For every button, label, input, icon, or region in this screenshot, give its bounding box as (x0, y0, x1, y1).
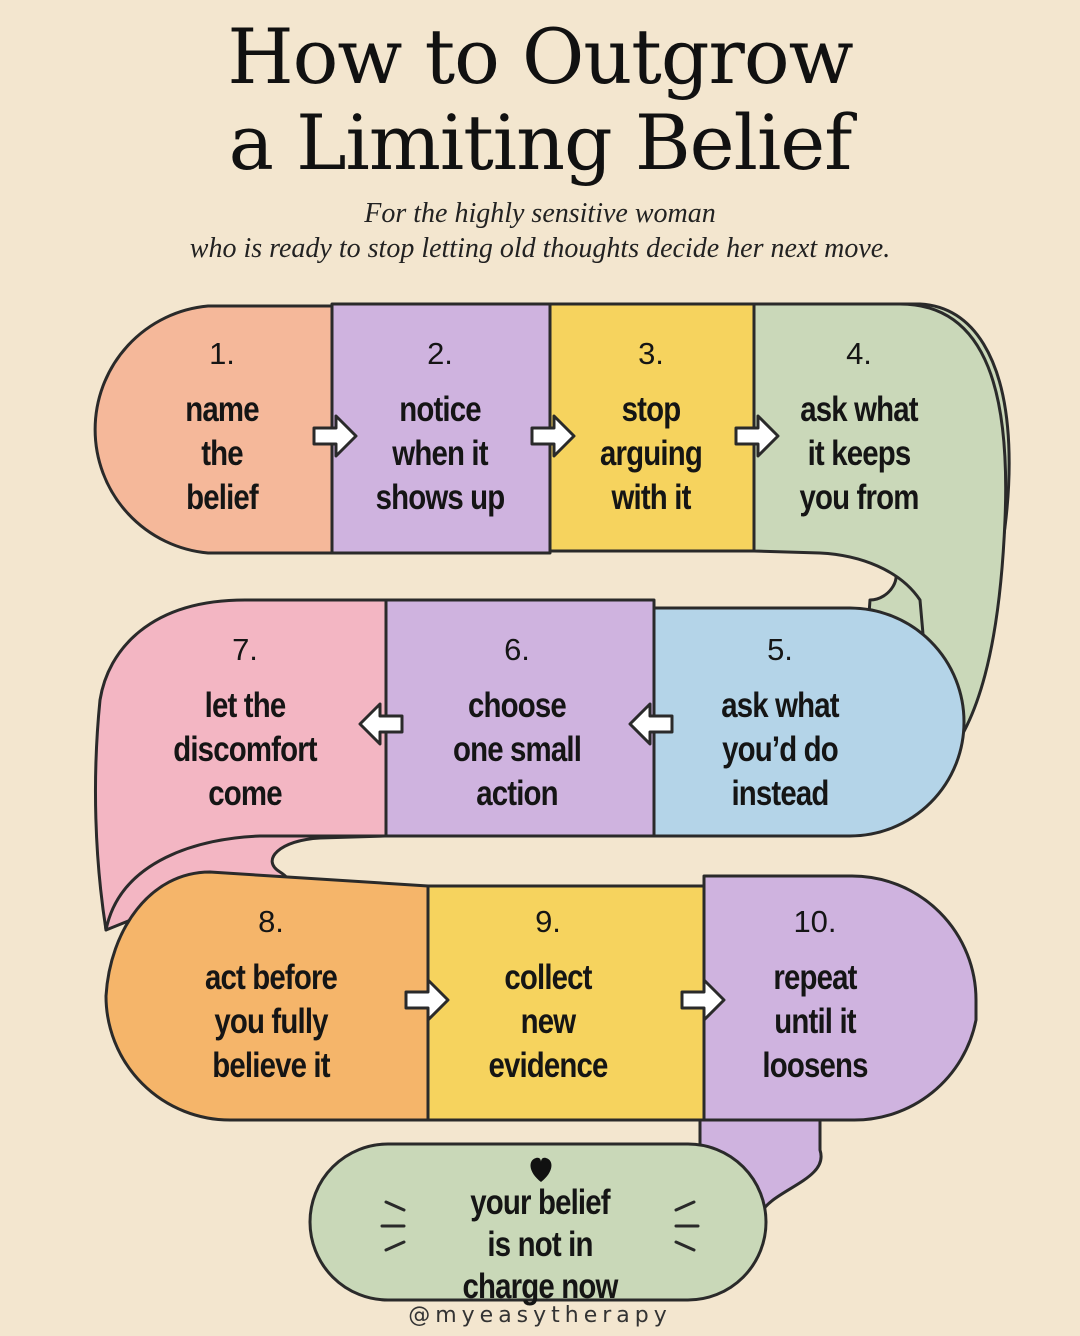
page-title-line1: How to Outgrow (227, 12, 853, 101)
step-label: repeat until it loosens (762, 958, 868, 1085)
step-label: stop arguing with it (600, 390, 703, 517)
step-label: act before you fully believe it (204, 958, 338, 1085)
step-label: notice when it shows up (375, 390, 506, 517)
step-number: 4. (846, 336, 872, 371)
subtitle-line1: For the highly sensitive woman (364, 198, 716, 229)
page-title-line2: a Limiting Belief (228, 98, 853, 187)
final-pill-shape (308, 1142, 768, 1302)
arrow-6-7 (358, 702, 404, 746)
step-label: name the belief (185, 390, 259, 517)
step-1-shape (93, 304, 334, 555)
final-message: your belief is not in charge now (462, 1183, 619, 1306)
step-2-shape (330, 302, 552, 555)
step-10: 10. repeat until it loosens (722, 904, 908, 1088)
step-1: 1. name the belief (130, 336, 314, 520)
step-number: 6. (504, 632, 530, 667)
radiate-right (674, 1200, 700, 1252)
radiate-left (380, 1200, 406, 1252)
arrow-9-10 (680, 978, 726, 1022)
step-number: 10. (793, 904, 837, 939)
step-10-shape (702, 874, 978, 1122)
step-5-shape (652, 606, 966, 838)
step-label: ask what it keeps you from (799, 390, 919, 517)
step-number: 9. (535, 904, 561, 939)
step-6: 6. choose one small action (410, 632, 624, 816)
step-number: 1. (209, 336, 235, 371)
step-number: 7. (232, 632, 258, 667)
step-4: 4. ask what it keeps you from (770, 336, 948, 520)
step-number: 3. (638, 336, 664, 371)
step-number: 8. (258, 904, 284, 939)
step-label: collect new evidence (488, 958, 608, 1085)
step-number: 5. (767, 632, 793, 667)
arrow-2-3 (530, 414, 576, 458)
arrow-5-6 (628, 702, 674, 746)
heart-icon (530, 1157, 552, 1182)
creator-handle: @myeasytherapy (408, 1303, 672, 1328)
step-3: 3. stop arguing with it (554, 336, 748, 520)
step-label: choose one small action (452, 686, 582, 813)
step-label: let the discomfort come (173, 686, 317, 813)
step-8: 8. act before you fully believe it (156, 904, 386, 1088)
step-7: 7. let the discomfort come (130, 632, 360, 816)
arrow-8-9 (404, 978, 450, 1022)
step-9: 9. collect new evidence (446, 904, 650, 1088)
step-8-shape (104, 870, 430, 1122)
arrow-3-4 (734, 414, 780, 458)
step-number: 2. (427, 336, 453, 371)
step-2: 2. notice when it shows up (340, 336, 540, 520)
step-5: 5. ask what you’d do instead (682, 632, 878, 816)
step-7-shape (93, 598, 388, 932)
step-label: ask what you’d do instead (721, 686, 839, 813)
arrow-1-2 (312, 414, 358, 458)
subtitle-line2: who is ready to stop letting old thought… (189, 233, 891, 264)
step-9-shape (426, 884, 706, 1122)
